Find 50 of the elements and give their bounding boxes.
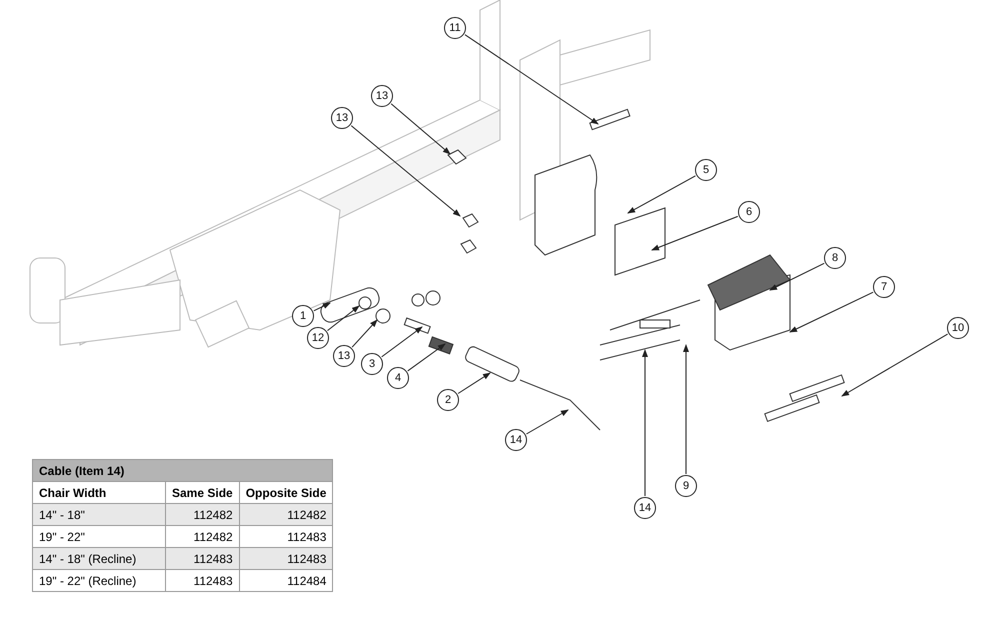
leader-line <box>789 292 874 332</box>
leader-line <box>769 262 825 290</box>
callout-number: 14 <box>505 429 527 451</box>
table-cell: 112482 <box>166 526 240 548</box>
callout-number: 13 <box>333 345 355 367</box>
callout-number: 4 <box>387 367 409 389</box>
leader-line <box>627 175 696 214</box>
callout-number: 1 <box>292 305 314 327</box>
leader-line <box>326 305 360 332</box>
leader-line <box>407 343 446 372</box>
leader-line <box>683 344 689 474</box>
table-cell: 112483 <box>166 570 240 592</box>
leader-line <box>313 302 331 312</box>
table-cell: 14" - 18" (Recline) <box>32 548 166 570</box>
column-header: Chair Width <box>32 482 166 504</box>
leader-line <box>651 216 738 250</box>
callout-number: 5 <box>695 159 717 181</box>
table-cell: 112483 <box>239 548 333 570</box>
callout-number: 13 <box>331 107 353 129</box>
callout-number: 10 <box>947 317 969 339</box>
table-cell: 19" - 22" (Recline) <box>32 570 166 592</box>
table-cell: 112484 <box>239 570 333 592</box>
table-cell: 112483 <box>239 526 333 548</box>
leader-line <box>458 372 491 394</box>
table-cell: 112482 <box>166 504 240 526</box>
column-header: Opposite Side <box>239 482 333 504</box>
leader-line <box>381 326 423 358</box>
leader-line <box>464 34 599 125</box>
callout-number: 12 <box>307 327 329 349</box>
callout-number: 2 <box>437 389 459 411</box>
leader-line <box>526 410 569 434</box>
table-cell: 112483 <box>166 548 240 570</box>
leader-line <box>352 319 378 348</box>
callout-number: 11 <box>444 17 466 39</box>
leader-line <box>350 125 461 217</box>
table-title: Cable (Item 14) <box>32 460 333 482</box>
callout-number: 13 <box>371 85 393 107</box>
table-cell: 19" - 22" <box>32 526 166 548</box>
table-cell: 14" - 18" <box>32 504 166 526</box>
table-cell: 112482 <box>239 504 333 526</box>
callout-number: 3 <box>361 353 383 375</box>
leader-line <box>841 334 948 396</box>
callout-number: 9 <box>675 475 697 497</box>
callout-number: 8 <box>824 247 846 269</box>
callout-number: 7 <box>873 276 895 298</box>
leader-line <box>642 349 648 496</box>
leader-line <box>390 103 451 155</box>
callout-number: 6 <box>738 201 760 223</box>
column-header: Same Side <box>166 482 240 504</box>
callout-number: 14 <box>634 497 656 519</box>
